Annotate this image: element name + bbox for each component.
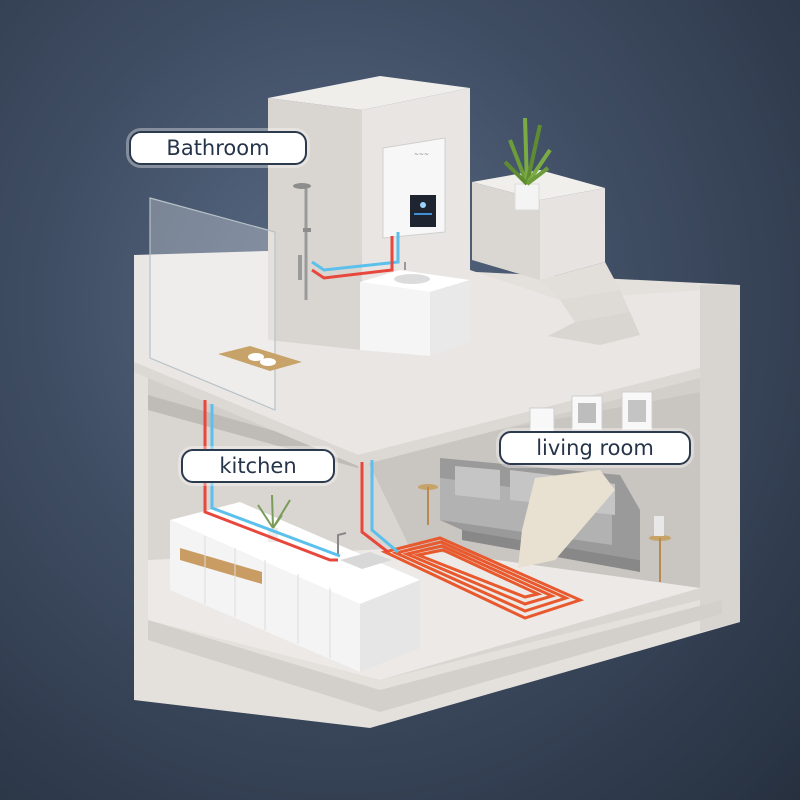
- kitchen-plant-icon: [257, 494, 291, 542]
- slipper-left: [248, 353, 264, 361]
- stair-1: [540, 262, 620, 300]
- stair-3: [548, 312, 640, 345]
- ground-slab-top: [148, 600, 722, 712]
- house-right-wall: [700, 285, 740, 632]
- floor-heating-loop: [380, 536, 585, 620]
- stair-2: [560, 290, 630, 322]
- svg-text:~~~: ~~~: [414, 151, 429, 158]
- side-table-left: [418, 484, 438, 525]
- kitchen-counter-side: [360, 580, 420, 672]
- upper-floor-edge: [134, 362, 700, 466]
- water-heater-icon: ~~~: [382, 137, 446, 239]
- slipper-right: [260, 358, 276, 366]
- kitchen-label: kitchen: [181, 449, 335, 483]
- sofa-icon: [440, 458, 640, 572]
- bathroom-tower-top: [268, 76, 470, 110]
- kitchen-wood-strip: [180, 548, 262, 584]
- vanity-front: [360, 282, 430, 356]
- kitchen-counter-top: [170, 502, 420, 604]
- side-table-right: [649, 516, 671, 582]
- vanity-side: [430, 280, 470, 356]
- bathroom-label: Bathroom: [129, 131, 307, 165]
- kitchen-sink: [340, 552, 392, 569]
- living-room-pipes: [360, 460, 399, 554]
- potted-plant-icon: [503, 117, 552, 211]
- living-room-label: living room: [499, 431, 691, 465]
- kitchen-faucet: [337, 532, 347, 555]
- cabinet-lines: [204, 536, 331, 658]
- step-block-side: [540, 188, 605, 280]
- sink-basin: [394, 274, 430, 284]
- bathroom-pipes: [311, 232, 400, 280]
- shower-icon: [293, 183, 311, 300]
